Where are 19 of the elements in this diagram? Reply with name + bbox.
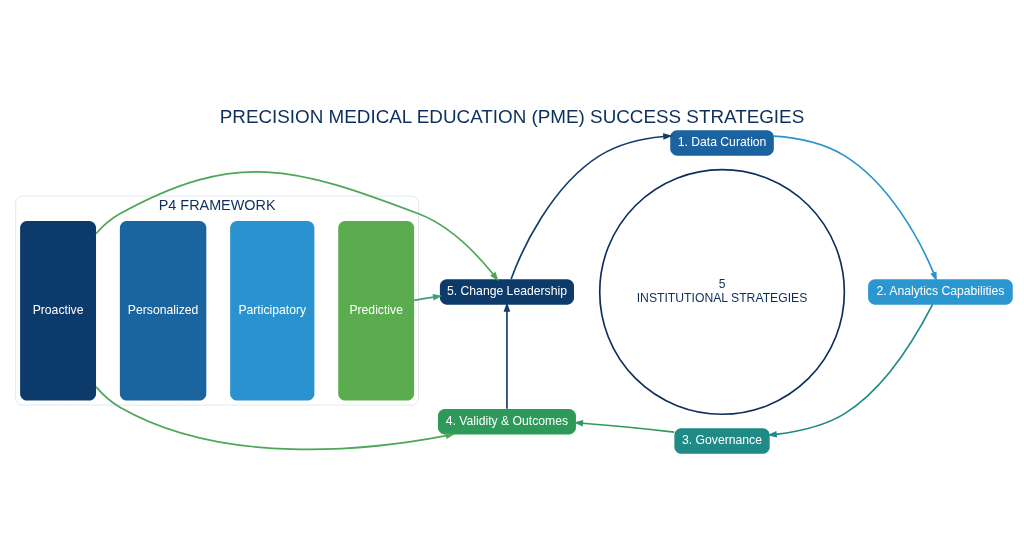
- node-box: 5. Change Leadership: [439, 279, 574, 305]
- diagram-title: PRECISION MEDICAL EDUCATION (PME) SUCCESS STRATEGIES: [219, 105, 805, 127]
- node-box: Proactive: [20, 221, 97, 401]
- arrow: [503, 302, 511, 410]
- arrow: [773, 135, 937, 282]
- node-box: Predictive: [338, 221, 415, 401]
- node-box: Personalized: [119, 221, 207, 401]
- arrow: [413, 294, 443, 302]
- node-box: Participatory: [230, 221, 315, 401]
- node-box: 1. Data Curation: [670, 130, 774, 156]
- node-box: 3. Governance: [674, 428, 770, 454]
- arrow: [95, 386, 456, 451]
- arrow: [573, 420, 676, 433]
- node-box: 2. Analytics Capabilities: [868, 279, 1013, 305]
- node-box: 4. Validity & Outcomes: [437, 408, 576, 435]
- arrow: [510, 133, 673, 280]
- node-circle: 5 INSTITUTIONAL STRATEGIES: [598, 168, 846, 416]
- arrow: [767, 303, 934, 438]
- arrow: [95, 171, 499, 282]
